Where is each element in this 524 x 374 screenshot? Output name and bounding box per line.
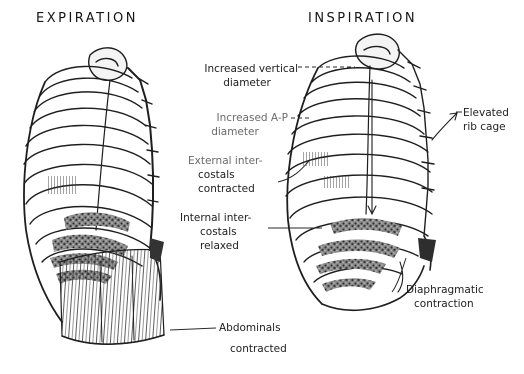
heading-inspiration: INSPIRATION [308,11,417,26]
label-elevated-line2: rib cage [463,121,506,133]
label-internal-line1: Internal inter- [180,212,251,224]
label-ap-line2: diameter [200,126,270,138]
label-diaphragm-line1: Diaphragmatic [406,284,484,296]
label-abdominals-line1: Abdominals [219,322,281,334]
label-external-line1: External inter- [188,155,262,167]
label-external-line2: costals [198,169,235,181]
label-elevated-line1: Elevated [463,107,509,119]
expiration-ribcage [24,48,164,344]
label-vertical-line1: Increased vertical [168,63,298,75]
inspiration-ribcage [286,34,457,310]
label-ap-line1: Increased A-P [168,112,288,124]
label-internal-line2: costals [200,226,237,238]
label-abdominals-line2: contracted [230,343,287,355]
label-external-line3: contracted [198,183,255,195]
label-internal-line3: relaxed [200,240,239,252]
heading-expiration: EXPIRATION [36,11,138,26]
label-vertical-line2: diameter [212,77,282,89]
label-diaphragm-line2: contraction [414,298,474,310]
